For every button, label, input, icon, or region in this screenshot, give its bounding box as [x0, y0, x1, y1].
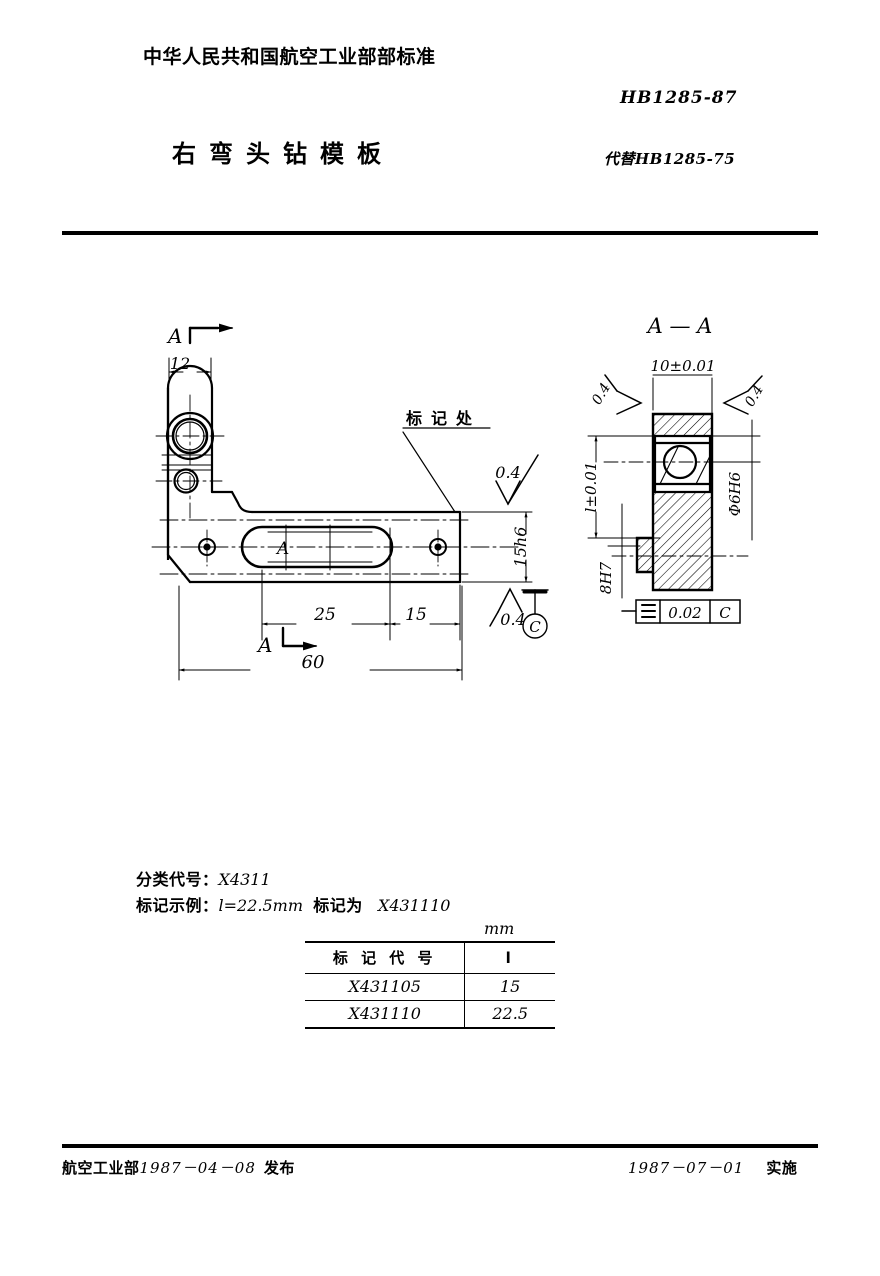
marking-example-note: 标记示例：l=22.5mm 标记为 X431110 — [136, 892, 450, 916]
column-header-length: l — [505, 948, 515, 967]
section-centerlines — [603, 461, 761, 557]
cell-length: 15 — [500, 977, 521, 996]
standard-number: HB1285-87 — [620, 88, 738, 108]
classification-label: 分类代号： — [136, 870, 219, 889]
table-header-row: 标 记 代 号 l — [305, 942, 555, 974]
marking-leader — [402, 427, 491, 513]
roughness-bottom-label: 0.4 — [500, 610, 525, 629]
centerlines-boss — [155, 394, 225, 519]
slot-construction — [285, 524, 331, 571]
example-label: 标记示例： — [136, 896, 219, 915]
roughness-sec-right-label: 0.4 — [742, 382, 767, 409]
footer-issue-action: 发布 — [263, 1159, 295, 1177]
roughness-symbol-sec-right — [722, 375, 763, 415]
slot-inner-edge — [267, 531, 373, 563]
dim-60-label: 60 — [302, 652, 325, 673]
cell-length: 22.5 — [492, 1004, 528, 1023]
column-header-mark-code: 标 记 代 号 — [305, 942, 466, 974]
tolerance-frame — [621, 599, 741, 624]
section-hatching — [637, 414, 712, 590]
section-view-title: A — A — [646, 314, 713, 338]
specification-table: 标 记 代 号 l X431105 15 X431110 22.5 — [305, 941, 555, 1029]
dim-15h6 — [461, 511, 533, 583]
replaces-standard: 代替HB1285-75 — [604, 150, 736, 168]
dim-8h7-label: 8H7 — [597, 561, 615, 594]
example-mid-text: 标记为 — [313, 896, 363, 915]
dim-10-tol-label: 10±0.01 — [650, 357, 715, 375]
slot-section-letter-label: A — [275, 539, 289, 559]
example-code: X431110 — [377, 896, 451, 915]
document-title: 右弯头钻模板 — [172, 140, 394, 168]
issuing-organization: 中华人民共和国航空工业部部标准 — [143, 46, 436, 68]
section-marker-a-bottom — [281, 626, 318, 651]
roughness-sec-left-label: 0.4 — [589, 380, 614, 407]
slot — [240, 525, 394, 569]
table-row: X431105 15 — [305, 973, 555, 1001]
dim-60 — [178, 585, 463, 681]
footer-effective-date: 1987－07－01 — [628, 1159, 745, 1177]
section-label-a-bottom: A — [256, 633, 272, 657]
footer-issuer: 航空工业部 — [62, 1159, 140, 1177]
symmetry-symbol-icon — [640, 603, 657, 619]
section-marker-a-top — [188, 323, 234, 345]
header-divider-rule — [62, 231, 818, 235]
footer-divider-rule — [62, 1144, 818, 1148]
roughness-symbol-top — [495, 454, 539, 506]
roughness-top-label: 0.4 — [495, 463, 520, 482]
dim-25-label: 25 — [313, 605, 336, 625]
bracket-outline — [166, 364, 462, 584]
bore-hatch-lines — [659, 446, 711, 485]
example-dimension: l=22.5mm — [218, 896, 304, 915]
hidden-lines-boss — [161, 454, 213, 471]
dim-phi6h6-label: Φ6H6 — [726, 471, 744, 516]
footer-issue-date: 1987－04－08 — [139, 1159, 256, 1177]
classification-note: 分类代号：X4311 — [136, 866, 271, 890]
dim-12-label: 12 — [170, 354, 190, 373]
datum-c-label: C — [529, 618, 541, 636]
dim-8h7-leader — [607, 503, 641, 599]
section-label-a-top: A — [166, 324, 182, 348]
dim-15-label: 15 — [405, 605, 427, 625]
bushing-cavity — [653, 434, 712, 494]
classification-value: X4311 — [218, 870, 271, 889]
cell-mark-code: X431105 — [305, 973, 466, 1001]
table-row: X431110 22.5 — [305, 1000, 555, 1028]
footer-issue-block: 航空工业部1987－04－08 发布 — [62, 1157, 295, 1178]
roughness-symbol-bottom — [489, 587, 523, 627]
marking-note-label: 标记处 — [405, 409, 481, 428]
table-unit-label: mm — [484, 919, 515, 938]
dim-15h6-label: 15h6 — [511, 527, 530, 568]
dim-25-15 — [261, 527, 461, 641]
cell-mark-code: X431110 — [305, 1000, 466, 1028]
footer-effective-block: 1987－07－01 实施 — [628, 1157, 797, 1178]
roughness-symbol-sec-left — [604, 374, 643, 415]
tolerance-value-label: 0.02 — [668, 604, 701, 622]
pin-hole-centerlines — [189, 529, 459, 567]
dim-l-tol — [587, 435, 661, 539]
tolerance-datum-label: C — [719, 604, 731, 622]
datum-c-symbol — [521, 589, 549, 639]
footer-effective-action: 实施 — [766, 1159, 798, 1177]
dim-l-tol-label: l±0.01 — [582, 462, 600, 513]
arm-upper-construction — [159, 519, 471, 575]
